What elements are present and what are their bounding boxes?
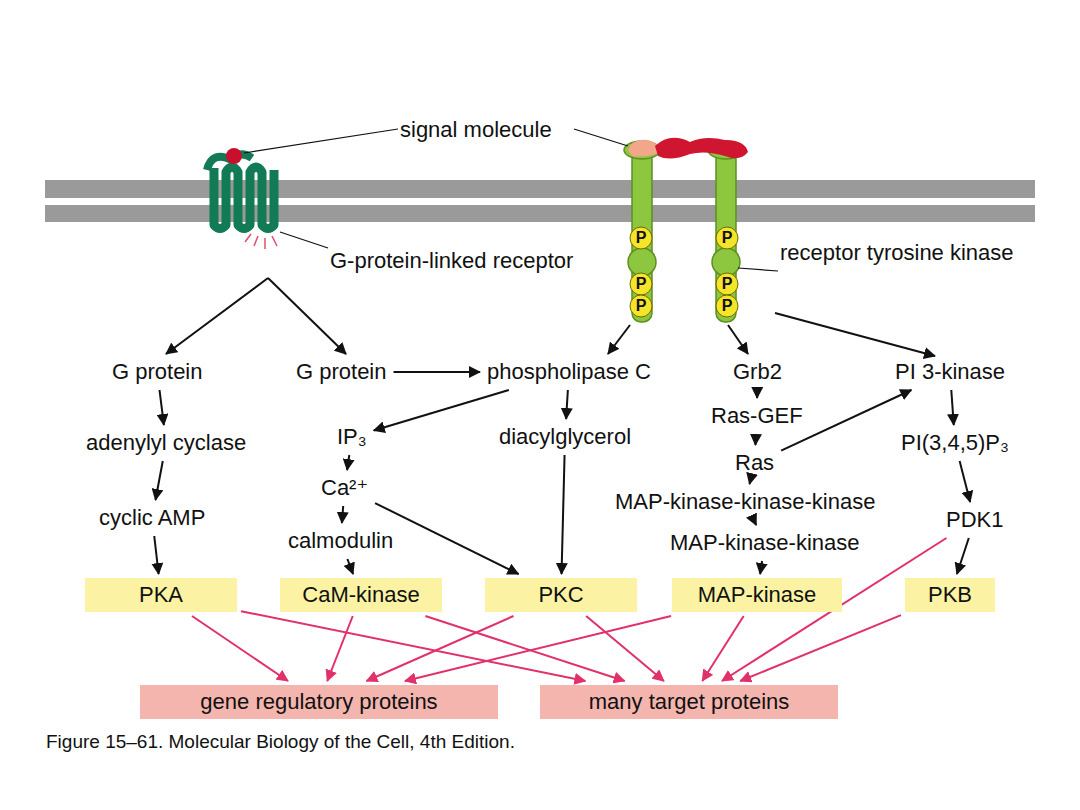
node-text: MAP-kinase-kinase-kinase: [615, 489, 875, 515]
kinase-box: PKC: [485, 578, 637, 612]
signal-dot: [226, 148, 242, 164]
pathway-step: MAP-kinase-kinase: [667, 529, 863, 557]
pathway-arrow: [154, 536, 158, 574]
phosphate-label: P: [631, 228, 651, 248]
kinase-box: MAP-kinase: [672, 578, 842, 612]
target-arrow: [586, 616, 664, 681]
pathway-arrow: [754, 520, 756, 525]
phosphate-label: P: [717, 228, 737, 248]
node-text: PI(3,4,5)P₃: [901, 430, 1009, 456]
pathway-arrow: [754, 434, 757, 445]
pathway-step: G protein: [109, 358, 206, 386]
node-text: G protein: [112, 359, 203, 385]
target-arrow: [192, 616, 288, 681]
pathway-arrow: [159, 390, 163, 425]
target-arrow: [740, 615, 901, 681]
pathway-step: PI(3,4,5)P₃: [898, 429, 1012, 457]
pathway-arrow: [156, 461, 163, 500]
caption: Figure 15–61. Molecular Biology of the C…: [46, 731, 515, 753]
phosphate-label: P: [631, 296, 651, 316]
membrane-band: [45, 205, 1035, 222]
phosphate-circle: [630, 227, 738, 317]
target-arrow: [241, 611, 585, 681]
pathway-arrow: [957, 538, 969, 574]
node-text: Ras: [735, 450, 774, 476]
pathway-step: PDK1: [943, 506, 1006, 534]
node-text: MAP-kinase-kinase: [670, 530, 860, 556]
ligand: [655, 138, 748, 159]
callout-label: signal molecule: [400, 117, 552, 143]
pathway-arrow: [960, 461, 971, 502]
pathway-step: Ras-GEF: [708, 402, 806, 430]
pathway-arrow: [347, 559, 353, 574]
node-text: PKB: [928, 582, 972, 608]
node-text: many target proteins: [589, 689, 790, 715]
node-text: G protein: [296, 359, 387, 385]
node-text: Grb2: [733, 359, 782, 385]
pathway-step: IP₃: [334, 423, 370, 451]
phosphate-label: P: [717, 296, 737, 316]
pathway-step: Ca²⁺: [318, 474, 371, 502]
kinase-box: PKA: [85, 578, 237, 612]
pathway-arrow: [951, 390, 953, 425]
pathway-arrow: [760, 561, 762, 574]
pathway-step: G protein: [293, 358, 390, 386]
target-arrow: [327, 616, 353, 681]
pathway-step: Grb2: [730, 358, 785, 386]
node-text: calmodulin: [288, 528, 393, 554]
node-text: PDK1: [946, 507, 1003, 533]
node-text: Ca²⁺: [321, 475, 368, 501]
pathway-arrow: [347, 455, 349, 470]
pathway-step: PI 3-kinase: [892, 358, 1008, 386]
callout-label: receptor tyrosine kinase: [780, 240, 1014, 266]
node-text: cyclic AMP: [99, 505, 205, 531]
pathway-step: Ras: [732, 449, 777, 477]
pathway-arrow: [394, 371, 481, 373]
pathway-step: adenylyl cyclase: [83, 429, 249, 457]
callout-label: G-protein-linked receptor: [330, 248, 573, 274]
node-text: PKA: [139, 582, 183, 608]
target-arrow: [702, 616, 743, 681]
node-text: IP₃: [337, 424, 367, 450]
target-box: gene regulatory proteins: [140, 685, 498, 719]
target-arrow: [405, 616, 671, 681]
node-text: gene regulatory proteins: [200, 689, 437, 715]
g-protein-linked-receptor: [214, 167, 274, 229]
activation-burst: [245, 234, 277, 249]
target-box: many target proteins: [540, 685, 838, 719]
target-arrow: [366, 616, 513, 681]
node-text: PI 3-kinase: [895, 359, 1005, 385]
node-text: phospholipase C: [487, 359, 651, 385]
membrane-band: [45, 180, 1035, 198]
node-text: CaM-kinase: [302, 582, 419, 608]
node-text: MAP-kinase: [698, 582, 817, 608]
pathway-arrow: [566, 390, 568, 419]
node-text: Ras-GEF: [711, 403, 803, 429]
pathway-step: calmodulin: [285, 527, 396, 555]
kinase-box: PKB: [905, 578, 995, 612]
kinase-box: CaM-kinase: [280, 578, 442, 612]
pathway-step: phospholipase C: [484, 358, 654, 386]
ligand: [628, 140, 660, 157]
receptor-arrow: [166, 278, 935, 356]
pathway-arrow: [374, 390, 509, 430]
pathway-arrow: [375, 503, 518, 574]
receptor-tyrosine-kinase: [624, 141, 744, 322]
target-arrow: [425, 616, 624, 681]
node-text: adenylyl cyclase: [86, 430, 246, 456]
node-text: PKC: [538, 582, 583, 608]
pathway-arrow: [562, 455, 565, 574]
phosphate-label: P: [717, 274, 737, 294]
pathway-arrow: [342, 506, 343, 523]
phosphate-label: P: [631, 274, 651, 294]
pathway-step: cyclic AMP: [96, 504, 208, 532]
node-text: diacylglycerol: [499, 424, 631, 450]
pathway-arrow: [756, 390, 758, 398]
pathway-arrow: [749, 481, 752, 484]
pathway-step: diacylglycerol: [496, 423, 634, 451]
pathway-step: MAP-kinase-kinase-kinase: [612, 488, 878, 516]
